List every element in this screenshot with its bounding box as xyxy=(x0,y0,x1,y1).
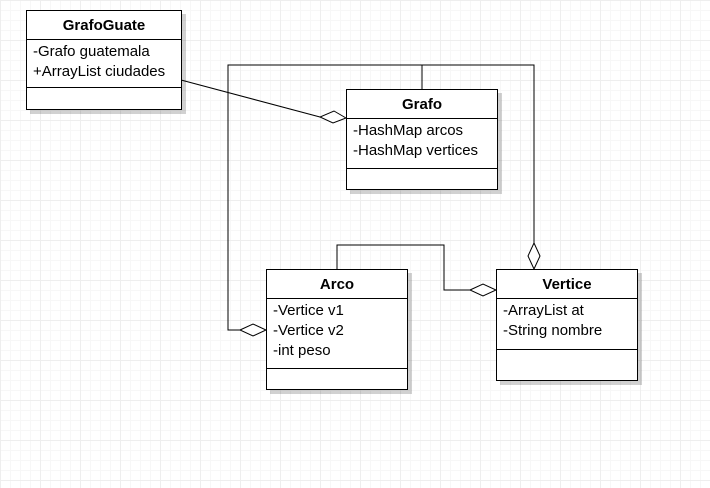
class-attribute: +ArrayList ciudades xyxy=(33,63,166,80)
class-grafo-title: Grafo xyxy=(347,90,497,119)
grafo-vertice-link[interactable] xyxy=(422,64,535,243)
class-grafoguate-operations xyxy=(27,88,181,186)
class-grafo[interactable]: Grafo -HashMap arcos -HashMap vertices xyxy=(346,89,498,190)
class-attribute: -int peso xyxy=(273,342,331,359)
class-arco[interactable]: Arco -Vertice v1 -Vertice v2 -int peso xyxy=(266,269,408,390)
vertice-left-aggregation-diamond xyxy=(468,283,498,297)
class-attribute: -ArrayList at xyxy=(503,302,584,319)
class-vertice[interactable]: Vertice -ArrayList at -String nombre xyxy=(496,269,638,381)
class-vertice-title: Vertice xyxy=(497,270,637,299)
class-attribute: -HashMap arcos xyxy=(353,122,464,139)
class-grafoguate-attributes: -Grafo guatemala +ArrayList ciudades xyxy=(27,40,181,88)
class-attribute: -Vertice v2 xyxy=(273,322,344,339)
class-grafoguate[interactable]: GrafoGuate -Grafo guatemala +ArrayList c… xyxy=(26,10,182,110)
class-arco-operations xyxy=(267,369,407,488)
vertice-top-aggregation-diamond xyxy=(527,241,541,271)
grafoguate-grafo-link[interactable] xyxy=(180,79,321,118)
class-arco-attributes: -Vertice v1 -Vertice v2 -int peso xyxy=(267,299,407,369)
class-attribute: -Vertice v1 xyxy=(273,302,344,319)
class-attribute: -Grafo guatemala xyxy=(33,43,150,60)
arco-aggregation-diamond xyxy=(238,323,268,337)
class-grafo-attributes: -HashMap arcos -HashMap vertices xyxy=(347,119,497,169)
class-attribute: -String nombre xyxy=(503,322,603,339)
class-arco-title: Arco xyxy=(267,270,407,299)
grafo-arco-link[interactable] xyxy=(227,64,423,331)
class-grafo-operations xyxy=(347,169,497,268)
class-grafoguate-title: GrafoGuate xyxy=(27,11,181,40)
arco-vertice-link[interactable] xyxy=(336,244,470,291)
grafo-aggregation-diamond xyxy=(318,110,348,124)
class-attribute: -HashMap vertices xyxy=(353,142,479,159)
class-vertice-attributes: -ArrayList at -String nombre xyxy=(497,299,637,350)
